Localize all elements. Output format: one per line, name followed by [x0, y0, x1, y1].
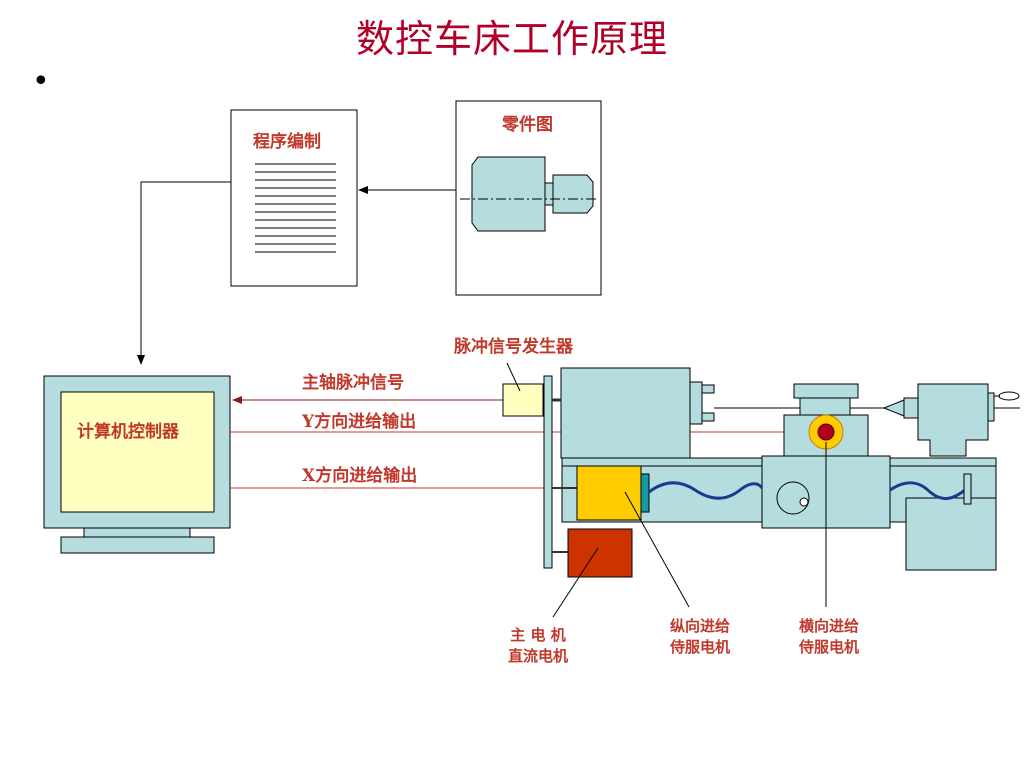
part-drawing [455, 100, 602, 296]
controller-label: 计算机控制器 [77, 422, 179, 442]
main-motor-label: 主 电 机 直流电机 [498, 625, 578, 667]
transverse-motor-label-line2: 侍服电机 [798, 638, 859, 656]
pulse-generator-label: 脉冲信号发生器 [454, 337, 573, 357]
longitudinal-motor-label: 纵向进给 侍服电机 [660, 616, 740, 658]
part-drawing-label: 零件图 [502, 115, 553, 135]
pulse-generator [502, 383, 544, 417]
handwheel-icon [776, 481, 810, 515]
lathe-machine [502, 367, 1020, 578]
bullet-marker: • [32, 64, 50, 99]
transverse-motor-label: 横向进给 侍服电机 [789, 616, 869, 658]
leader-pulse-generator [506, 362, 521, 392]
program-label: 程序编制 [253, 132, 321, 152]
transverse-motor-label-line1: 横向进给 [798, 617, 859, 635]
leader-longitudinal-motor [624, 491, 690, 608]
shaft-part-icon [460, 156, 598, 232]
tailstock-center-icon [882, 399, 905, 417]
lathe-leg [905, 497, 997, 571]
main-motor-label-line2: 直流电机 [507, 647, 568, 665]
spindle-pulse-label: 主轴脉冲信号 [302, 373, 404, 393]
main-motor [567, 528, 633, 578]
page-title: 数控车床工作原理 [355, 17, 668, 61]
lead-screw [648, 481, 764, 500]
tool-holder [793, 383, 859, 399]
arrow-program-to-controller [137, 181, 231, 365]
longitudinal-motor-label-line2: 侍服电机 [669, 638, 730, 656]
x-feed-output-label: X方向进给输出 [302, 466, 418, 486]
faceplate [543, 375, 553, 569]
main-motor-label-line1: 主 电 机 [510, 626, 566, 644]
y-feed-output-label: Y方向进给输出 [302, 412, 417, 432]
program-document [230, 109, 358, 287]
headstock [560, 367, 691, 459]
computer-controller [43, 375, 231, 554]
longitudinal-feed-motor [576, 465, 642, 521]
leader-main-motor [552, 547, 599, 618]
tailstock [917, 383, 989, 457]
longitudinal-motor-label-line1: 纵向进给 [669, 617, 730, 635]
document-lines-icon [255, 163, 336, 253]
